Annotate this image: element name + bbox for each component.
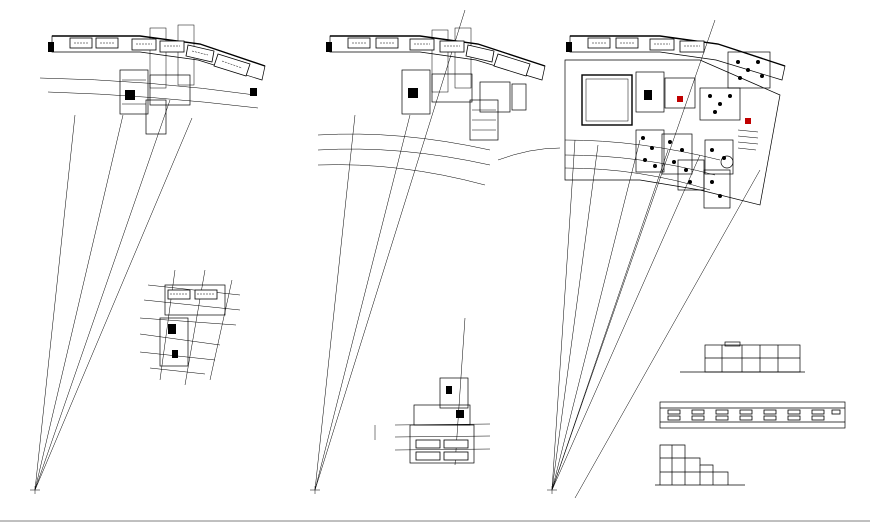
- grid-frame-2b: [454, 27, 472, 89]
- building-band-2: [326, 35, 546, 81]
- arc-2c: [317, 164, 486, 186]
- core-block-2: [401, 69, 527, 141]
- window-row-2: [667, 415, 825, 421]
- arc-1b: [47, 91, 259, 109]
- perspective-lines-1: [30, 99, 193, 494]
- perspective-lines-3: [547, 19, 761, 499]
- grid-frame-1a: [149, 27, 167, 89]
- stepped-section-view: [655, 444, 745, 486]
- core-block-1: [119, 69, 191, 135]
- site-plan-3: [564, 51, 781, 209]
- section-view: [680, 341, 805, 373]
- building-band-1: [48, 35, 266, 96]
- perspective-lines-2: [310, 9, 466, 494]
- inset-plan-1: [139, 269, 241, 386]
- arc-2d: [497, 147, 561, 161]
- plan-panel-3: [547, 19, 786, 499]
- window-row-1: [667, 409, 841, 415]
- arc-1a: [39, 77, 256, 96]
- arc-2a: [317, 133, 491, 151]
- elevation-view: [659, 401, 846, 429]
- building-band-3: [566, 35, 786, 81]
- accent-marker-2: [745, 118, 751, 124]
- furniture-dots: [641, 60, 764, 198]
- arc-2b: [317, 148, 491, 166]
- plan-panel-2: [310, 9, 561, 494]
- side-stair: [737, 129, 759, 151]
- plan-panel-1: [30, 24, 266, 494]
- inset-plan-2: [374, 317, 491, 466]
- courtyard: [581, 74, 633, 126]
- accent-marker-1: [677, 96, 683, 102]
- grid-frame-2a: [431, 29, 449, 93]
